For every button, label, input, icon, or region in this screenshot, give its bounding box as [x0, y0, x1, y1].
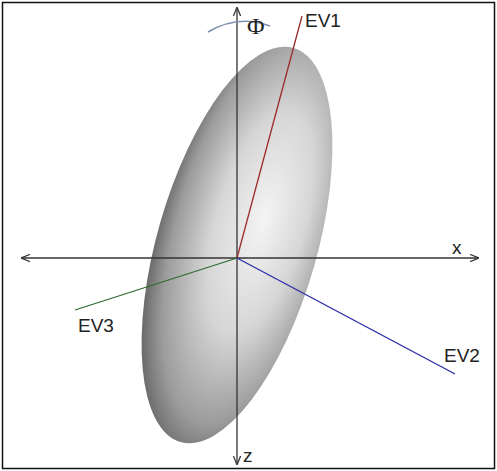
angle-symbol: Φ — [247, 14, 265, 38]
ev2-vector — [237, 258, 455, 374]
axis-label: x — [452, 238, 462, 257]
x-axis — [22, 257, 478, 258]
eigenvector-label: EV2 — [444, 346, 480, 365]
axis-label: z — [243, 446, 253, 465]
eigenvector-label: EV1 — [305, 11, 341, 30]
ev1-vector — [237, 16, 302, 258]
frame — [3, 3, 495, 469]
ev3-vector — [75, 258, 237, 310]
eigenvector-label: EV3 — [78, 316, 114, 335]
z-axis — [236, 8, 237, 464]
